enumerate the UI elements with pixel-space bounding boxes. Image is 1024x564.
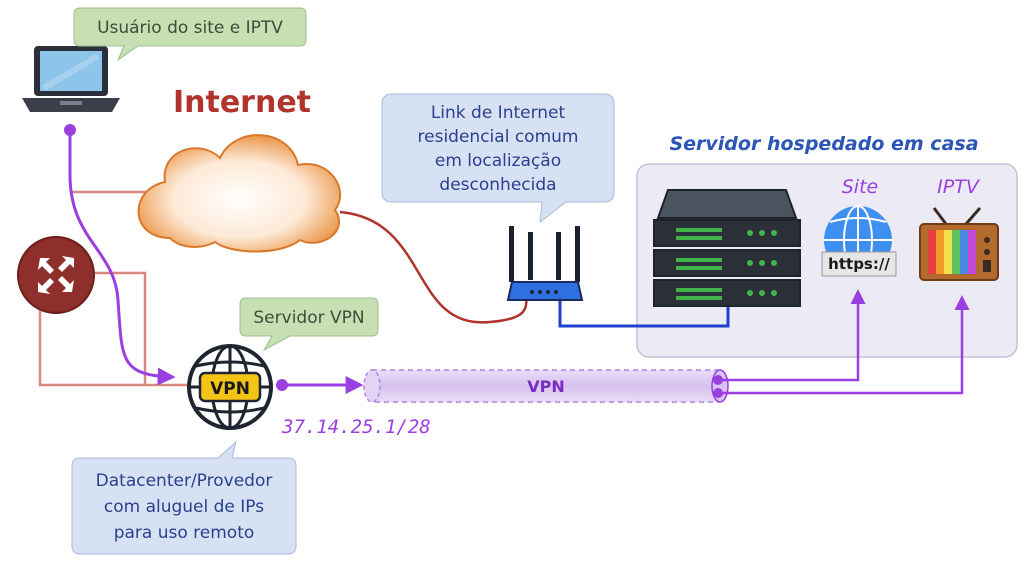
tv-icon xyxy=(919,207,999,281)
site-label: Site xyxy=(842,176,878,198)
link-line-3: em localização xyxy=(435,151,561,171)
datacenter-line-1: Datacenter/Provedor xyxy=(96,471,273,491)
user-callout: Usuário do site e IPTV xyxy=(73,7,307,62)
cloud-to-wifi-router-link xyxy=(339,210,531,324)
user-to-vpn-path xyxy=(68,130,176,386)
datacenter-callout: Datacenter/Provedor com aluguel de IPs p… xyxy=(71,440,297,555)
vpn-tunnel: VPN xyxy=(363,369,729,403)
vpn-ip-label: 37.14.25.1/28 xyxy=(281,416,431,438)
vpn-globe-icon: VPN xyxy=(187,344,273,430)
link-callout: Link de Internet residencial comum em lo… xyxy=(381,93,615,224)
iptv-label: IPTV xyxy=(937,176,981,198)
vpn-tunnel-label: VPN xyxy=(527,377,565,396)
home-server-title: Servidor hospedado em casa xyxy=(669,133,978,155)
router-icon xyxy=(17,236,95,314)
wifi-router-to-server-link xyxy=(558,298,730,328)
link-line-2: residencial comum xyxy=(418,127,579,147)
vpn-globe-badge: VPN xyxy=(210,379,250,399)
datacenter-line-3: para uso remoto xyxy=(114,523,255,543)
link-line-4: desconhecida xyxy=(439,175,556,195)
tunnel-to-iptv-path xyxy=(718,295,970,395)
server-rack-icon xyxy=(653,189,801,307)
tunnel-to-site-path xyxy=(718,289,866,382)
vpn-server-callout-text: Servidor VPN xyxy=(253,308,364,328)
https-label: https:// xyxy=(828,255,890,273)
link-line-1: Link de Internet xyxy=(431,103,566,123)
cloud-icon xyxy=(137,134,341,253)
user-callout-text: Usuário do site e IPTV xyxy=(97,18,283,38)
internet-title: Internet xyxy=(173,85,311,120)
wifi-router-icon xyxy=(506,226,584,301)
router-to-vpn-link xyxy=(38,275,190,387)
laptop-icon xyxy=(22,46,120,112)
vpn-server-callout: Servidor VPN xyxy=(239,297,379,352)
datacenter-line-2: com aluguel de IPs xyxy=(104,497,264,517)
globe-icon: https:// xyxy=(821,205,897,277)
